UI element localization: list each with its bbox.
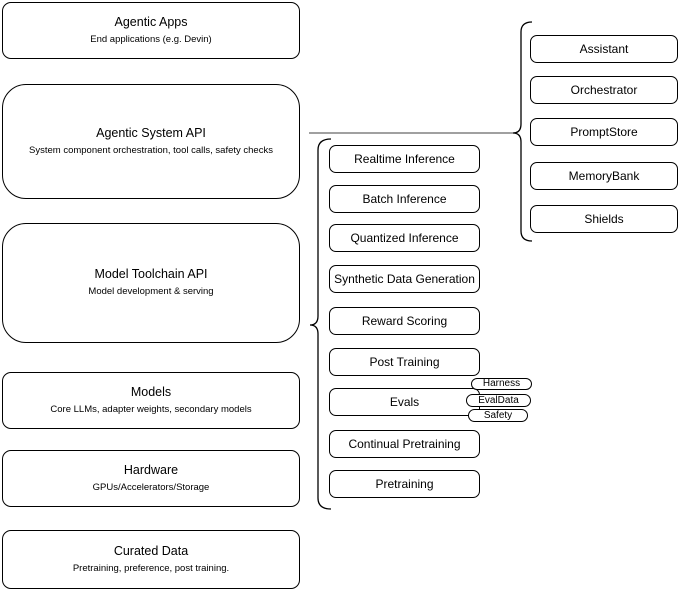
component-memorybank: MemoryBank xyxy=(530,162,678,190)
component-shields: Shields xyxy=(530,205,678,233)
layer-title: Curated Data xyxy=(113,543,189,558)
node-evals: Evals xyxy=(329,388,480,416)
toolchain-services-brace xyxy=(309,138,332,510)
layer-subtitle: Core LLMs, adapter weights, secondary mo… xyxy=(50,403,252,415)
node-reward-scoring: Reward Scoring xyxy=(329,307,480,335)
layer-model-toolchain-api: Model Toolchain API Model development & … xyxy=(2,223,300,343)
node-synthetic-data-generation: Synthetic Data Generation xyxy=(329,265,480,293)
layer-title: Model Toolchain API xyxy=(94,267,208,282)
component-assistant: Assistant xyxy=(530,35,678,63)
layer-models: Models Core LLMs, adapter weights, secon… xyxy=(2,372,300,429)
component-orchestrator: Orchestrator xyxy=(530,76,678,104)
node-post-training: Post Training xyxy=(329,348,480,376)
layer-subtitle: End applications (e.g. Devin) xyxy=(90,33,212,45)
layer-subtitle: Model development & serving xyxy=(88,286,214,298)
node-continual-pretraining: Continual Pretraining xyxy=(329,430,480,458)
layer-curated-data: Curated Data Pretraining, preference, po… xyxy=(2,530,300,589)
node-quantized-inference: Quantized Inference xyxy=(329,224,480,252)
layer-hardware: Hardware GPUs/Accelerators/Storage xyxy=(2,450,300,507)
node-realtime-inference: Realtime Inference xyxy=(329,145,480,173)
tag-safety: Safety xyxy=(468,409,528,422)
tag-evaldata: EvalData xyxy=(466,394,531,407)
layer-subtitle: System component orchestration, tool cal… xyxy=(29,144,273,156)
layer-title: Hardware xyxy=(123,462,179,477)
layer-agentic-system-api: Agentic System API System component orch… xyxy=(2,84,300,199)
node-batch-inference: Batch Inference xyxy=(329,185,480,213)
tag-harness: Harness xyxy=(471,378,532,390)
layer-subtitle: Pretraining, preference, post training. xyxy=(72,562,230,574)
node-pretraining: Pretraining xyxy=(329,470,480,498)
layer-title: Models xyxy=(130,384,172,399)
layer-agentic-apps: Agentic Apps End applications (e.g. Devi… xyxy=(2,2,300,59)
component-promptstore: PromptStore xyxy=(530,118,678,146)
layer-title: Agentic System API xyxy=(96,125,206,140)
layer-subtitle: GPUs/Accelerators/Storage xyxy=(92,481,210,493)
layer-title: Agentic Apps xyxy=(114,14,188,29)
